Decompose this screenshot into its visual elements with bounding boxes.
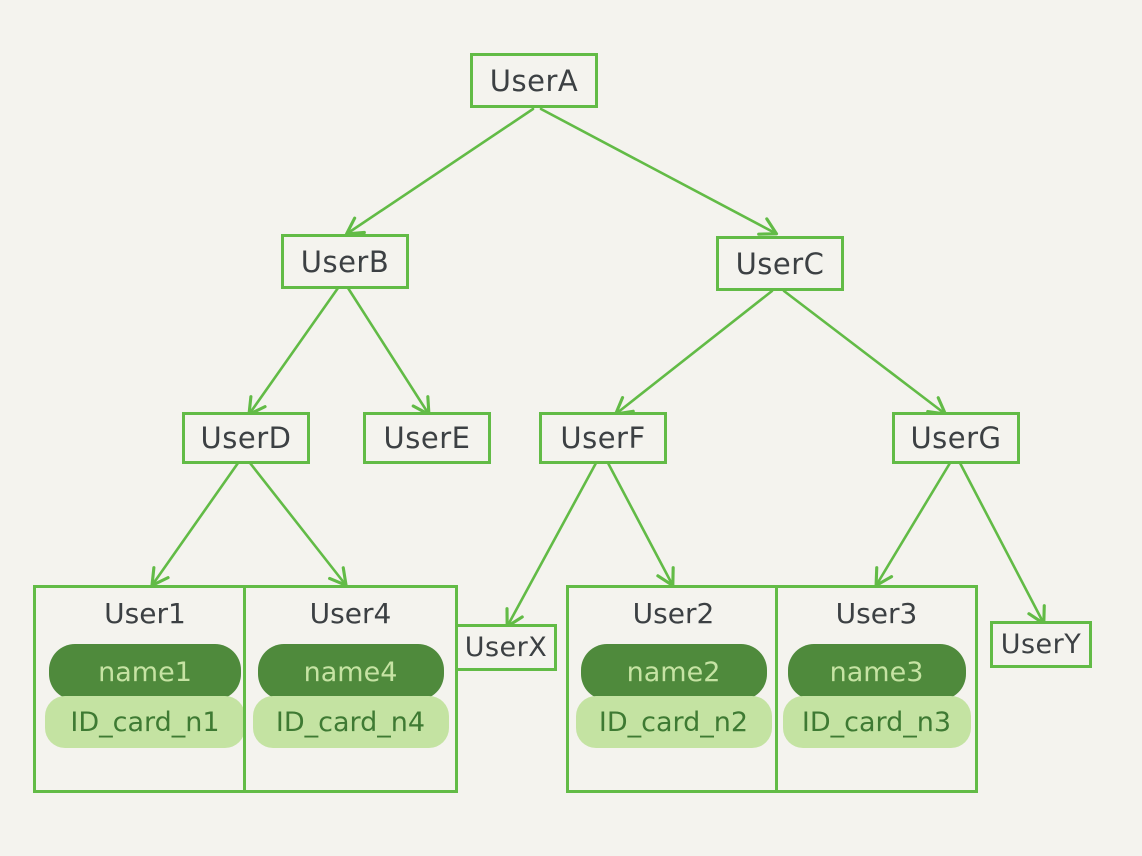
node-userd[interactable]: UserD (182, 412, 310, 464)
node-usere[interactable]: UserE (363, 412, 491, 464)
card-user4-title: User4 (309, 597, 392, 630)
node-userd-label: UserD (200, 421, 292, 455)
edge-userD-user1 (150, 461, 240, 587)
card-user4[interactable]: User4 name4 ID_card_n4 (243, 585, 458, 793)
card-user2-idcard-pill: ID_card_n2 (575, 696, 772, 749)
card-user1[interactable]: User1 name1 ID_card_n1 (33, 585, 257, 793)
card-user2-title: User2 (632, 597, 715, 630)
node-userb[interactable]: UserB (281, 234, 409, 289)
card-user1-title: User1 (104, 597, 186, 630)
card-user3[interactable]: User3 name3 ID_card_n3 (775, 585, 978, 793)
node-userg-label: UserG (910, 421, 1002, 455)
node-usery[interactable]: UserY (990, 621, 1092, 668)
node-userg[interactable]: UserG (892, 412, 1020, 464)
card-user3-pills: name3 ID_card_n3 (778, 644, 975, 749)
edge-userG-user3 (874, 461, 952, 588)
card-user3-idcard-pill: ID_card_n3 (782, 696, 971, 749)
node-userf[interactable]: UserF (539, 412, 667, 464)
card-user2[interactable]: User2 name2 ID_card_n2 (566, 585, 781, 793)
card-user3-name-pill: name3 (787, 644, 966, 701)
card-user1-pills: name1 ID_card_n1 (36, 644, 254, 749)
node-userf-label: UserF (560, 421, 646, 455)
card-user4-pills: name4 ID_card_n4 (246, 644, 455, 749)
card-user3-title: User3 (835, 597, 918, 630)
card-user2-pills: name2 ID_card_n2 (569, 644, 778, 749)
card-user4-idcard-pill: ID_card_n4 (252, 696, 449, 749)
node-userc[interactable]: UserC (716, 236, 844, 291)
edge-userB-userE (346, 286, 431, 417)
edge-userC-userF (614, 289, 774, 416)
node-usery-label: UserY (1000, 629, 1082, 660)
node-userx-label: UserX (464, 632, 548, 663)
node-usere-label: UserE (383, 421, 471, 455)
edge-userF-user2 (606, 461, 675, 588)
card-user4-name-pill: name4 (257, 644, 444, 701)
node-usera-label: UserA (489, 63, 579, 98)
edge-userA-userC (539, 107, 779, 236)
edge-userB-userD (247, 286, 340, 416)
node-userx[interactable]: UserX (455, 624, 557, 671)
node-userc-label: UserC (735, 246, 825, 281)
node-userb-label: UserB (300, 244, 390, 279)
card-user1-name-pill: name1 (49, 644, 241, 701)
edge-userC-userG (782, 289, 947, 416)
card-user1-idcard-pill: ID_card_n1 (45, 696, 245, 749)
node-usera[interactable]: UserA (470, 53, 598, 108)
edge-userD-user4 (248, 461, 348, 587)
edge-userA-userB (345, 107, 535, 236)
card-user2-name-pill: name2 (580, 644, 767, 701)
